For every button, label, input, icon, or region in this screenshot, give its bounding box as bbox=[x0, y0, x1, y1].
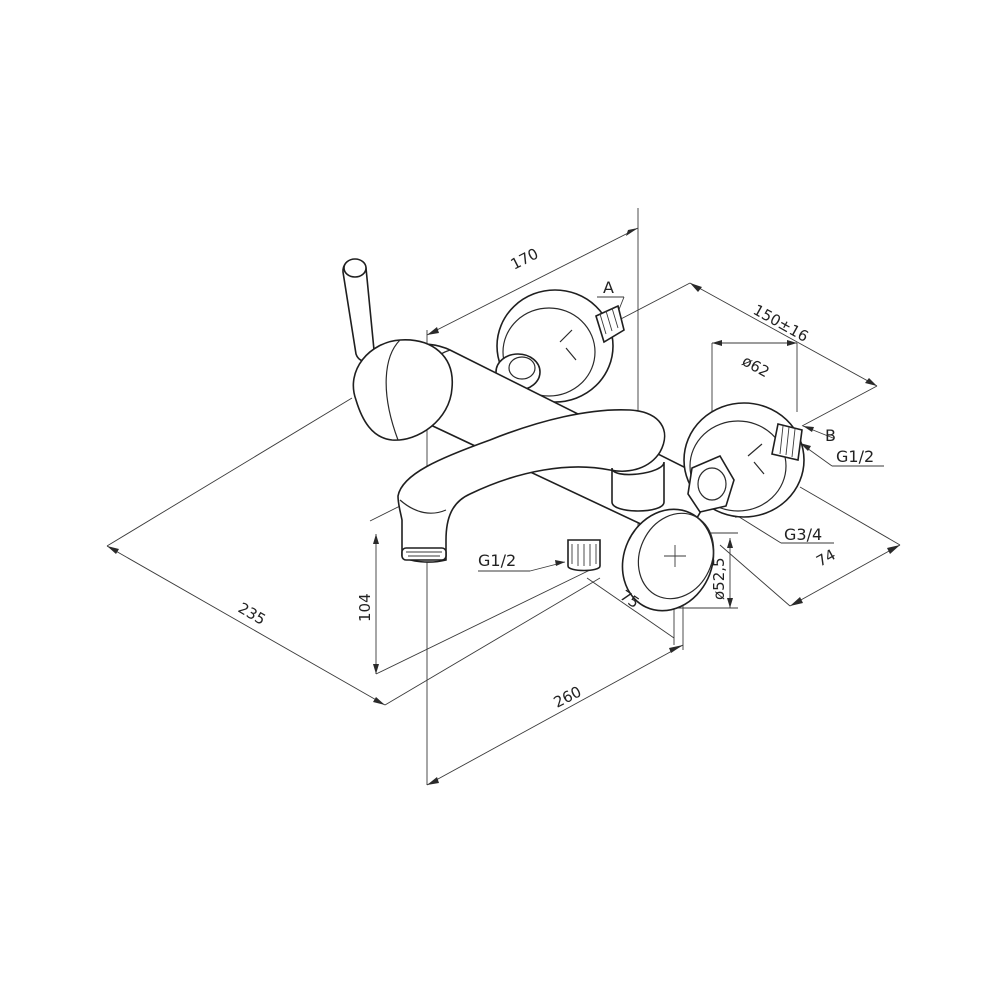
dimension-lines bbox=[106, 208, 901, 786]
dim-235: 235 bbox=[235, 599, 269, 629]
lever-handle bbox=[342, 258, 375, 362]
dim-62: ø62 bbox=[739, 352, 772, 381]
aerator-mesh bbox=[406, 551, 442, 557]
spout bbox=[397, 408, 666, 563]
cartridge-cap-edge bbox=[385, 339, 401, 441]
dimension-arrowheads bbox=[107, 228, 900, 785]
dim-170: 170 bbox=[508, 245, 542, 274]
faucet-body-assembly bbox=[342, 258, 805, 612]
rear-wall-flange bbox=[495, 289, 625, 403]
callout-g34: G3/4 bbox=[784, 525, 822, 544]
diverter-knob bbox=[621, 508, 715, 612]
dim-74: 74 bbox=[813, 545, 838, 570]
spout-collar bbox=[611, 461, 665, 512]
callout-g12-bottom: G1/2 bbox=[478, 551, 516, 570]
callout-a: A bbox=[603, 278, 614, 297]
spout-edge bbox=[399, 499, 447, 514]
callout-b: B bbox=[825, 426, 836, 445]
callout-labels: A B G1/2 G3/4 G1/2 bbox=[478, 278, 874, 570]
dim-52: ø52,5 bbox=[710, 557, 728, 600]
aerator bbox=[401, 547, 447, 561]
cartridge-cap bbox=[352, 339, 453, 441]
dim-104: 104 bbox=[356, 593, 374, 622]
bottom-outlet bbox=[567, 539, 601, 572]
right-wall-flange bbox=[683, 402, 805, 518]
dim-150: 150±16 bbox=[750, 301, 811, 346]
callout-g12-right: G1/2 bbox=[836, 447, 874, 466]
dim-260: 260 bbox=[551, 683, 585, 712]
